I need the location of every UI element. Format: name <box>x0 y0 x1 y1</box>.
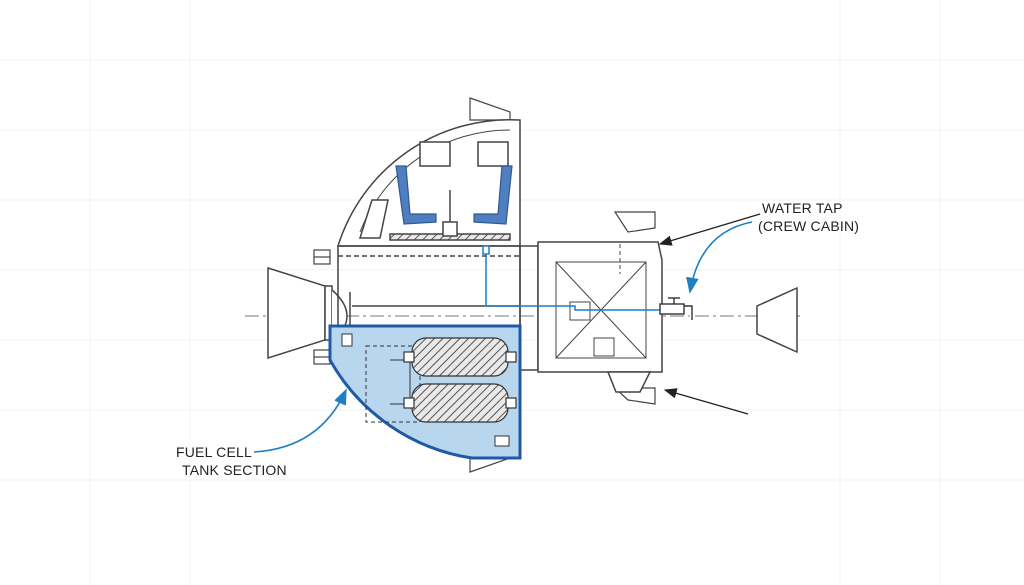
fuel-cell-label-line1: FUEL CELL <box>176 444 252 460</box>
crew-seats <box>395 165 513 225</box>
fuel-cell-tank-upper <box>411 337 509 377</box>
fuel-cell-label-line2: TANK SECTION <box>182 462 287 478</box>
water-tap-label-line1: WATER TAP <box>762 200 843 216</box>
fuel-cell-tanks <box>403 337 517 423</box>
service-module <box>537 241 663 393</box>
right-engine-nozzle <box>756 286 798 354</box>
water-tap-icon <box>659 297 693 320</box>
fuel-cell-tank-lower <box>411 383 509 423</box>
water-pipe <box>482 245 662 311</box>
fuel-cell-blue-curve-arrow <box>253 388 347 453</box>
crew-cabin <box>336 118 521 247</box>
water-tap-label-line2: (CREW CABIN) <box>758 218 860 234</box>
lower-leader-arrow <box>663 388 749 415</box>
water-tap-leader-arrow <box>658 213 761 246</box>
water-tap-blue-curve-arrow <box>686 221 753 294</box>
